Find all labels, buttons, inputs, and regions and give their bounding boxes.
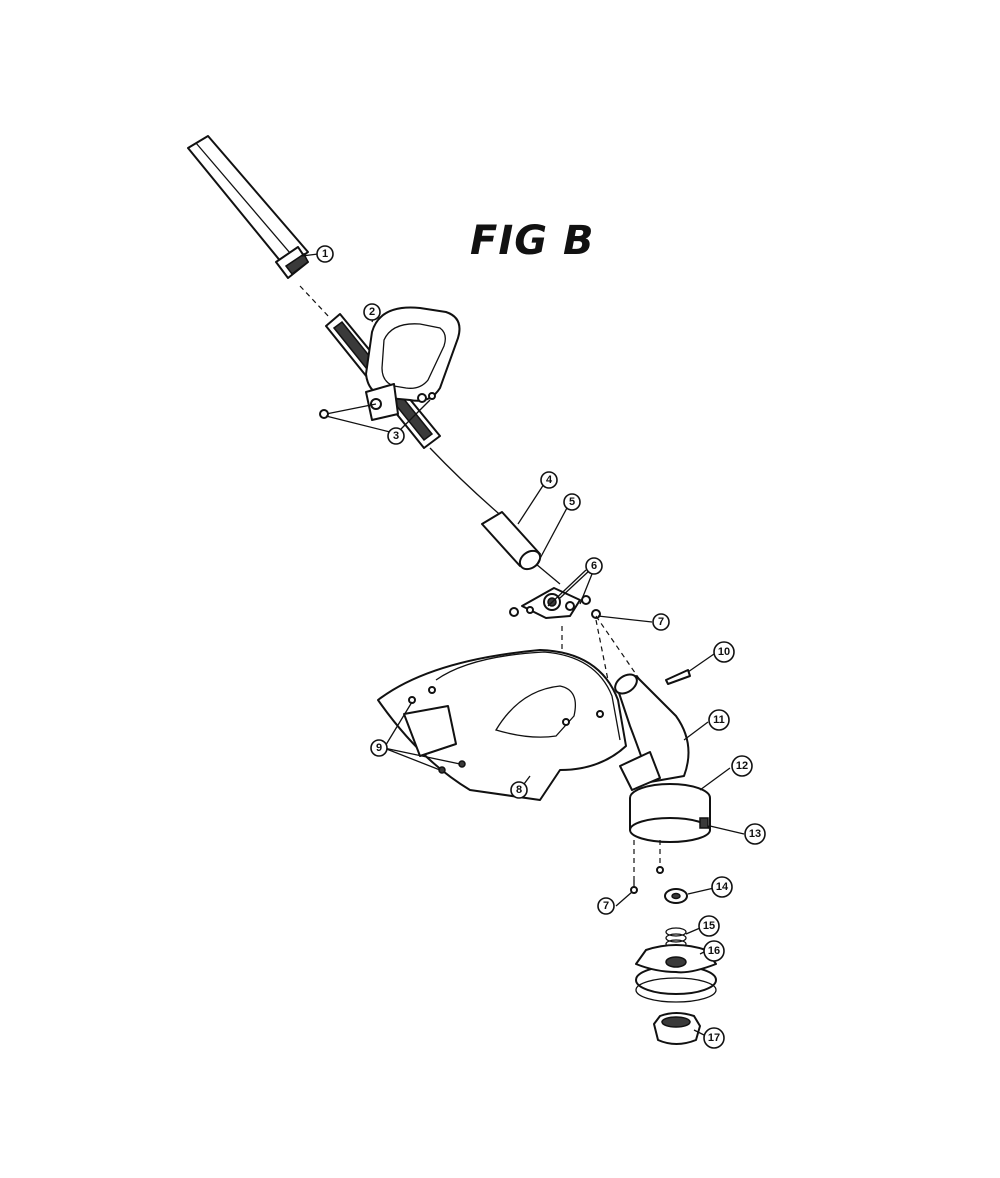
callout-14: 14	[711, 876, 733, 898]
svg-text:10: 10	[718, 646, 730, 658]
svg-text:9: 9	[376, 742, 382, 754]
svg-text:14: 14	[716, 881, 729, 893]
svg-text:7: 7	[658, 616, 664, 628]
svg-text:16: 16	[708, 945, 720, 957]
callout-4: 4	[540, 471, 558, 489]
part-1-upper-shaft	[187, 135, 309, 279]
leader-lines	[301, 253, 745, 1037]
part-14-washer	[664, 888, 688, 904]
svg-text:5: 5	[569, 496, 575, 508]
svg-text:8: 8	[516, 784, 522, 796]
callout-16: 16	[703, 940, 725, 962]
part-4-coupler	[481, 511, 542, 571]
callout-9: 9	[370, 739, 388, 757]
callout-15: 15	[698, 915, 720, 937]
callout-11: 11	[708, 709, 730, 731]
callout-17: 17	[703, 1027, 725, 1049]
callout-7-upper: 7	[652, 613, 670, 631]
svg-text:12: 12	[736, 760, 748, 772]
callout-6: 6	[585, 557, 603, 575]
part-10-screw	[665, 669, 691, 685]
svg-text:4: 4	[546, 474, 553, 486]
part-17-bump-knob	[653, 1012, 701, 1045]
part-5-pin	[535, 563, 561, 585]
svg-text:15: 15	[703, 920, 715, 932]
part-2-handle	[325, 306, 461, 449]
callout-7-lower: 7	[597, 897, 615, 915]
callout-12: 12	[731, 755, 753, 777]
svg-text:17: 17	[708, 1032, 720, 1044]
callout-1: 1	[316, 245, 334, 263]
assembly-axis-line	[299, 285, 331, 319]
svg-text:3: 3	[393, 430, 399, 442]
part-6-clamp	[509, 587, 591, 619]
svg-text:1: 1	[322, 248, 328, 260]
part-13-housing-ring	[629, 817, 711, 843]
callout-8: 8	[510, 781, 528, 799]
svg-text:13: 13	[749, 828, 761, 840]
part-8-guard	[377, 649, 627, 801]
assembly-axis-line	[595, 615, 641, 681]
svg-text:2: 2	[369, 306, 375, 318]
svg-text:7: 7	[603, 900, 609, 912]
svg-text:6: 6	[591, 560, 597, 572]
part-11-motor-housing	[614, 673, 690, 791]
callout-13: 13	[744, 823, 766, 845]
svg-text:11: 11	[713, 714, 725, 726]
figure-title: FIG B	[470, 218, 595, 264]
callout-3: 3	[387, 427, 405, 445]
part-7-screws-lower	[630, 840, 664, 894]
part-9-screws	[408, 696, 466, 774]
callout-10: 10	[713, 641, 735, 663]
part-16-spool	[635, 944, 717, 1003]
callout-5: 5	[563, 493, 581, 511]
part-3-bolt	[319, 403, 377, 419]
callout-2: 2	[363, 303, 381, 321]
